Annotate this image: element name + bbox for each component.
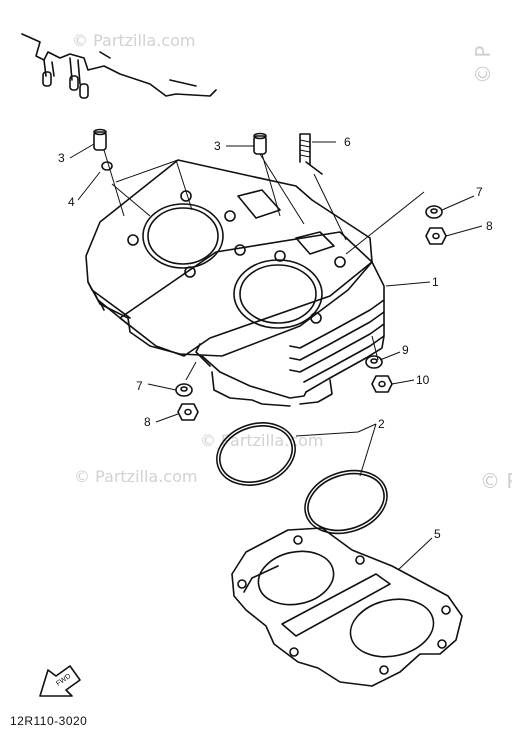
- o-ring-large-lower: [304, 469, 388, 535]
- callout-3-left: 3: [58, 151, 65, 165]
- o-ring-small: [101, 161, 113, 171]
- callout-6: 6: [344, 135, 351, 149]
- watermark-left: © Partzilla.com: [74, 467, 197, 486]
- base-gasket: [231, 527, 463, 687]
- washer-lower-right: [365, 355, 383, 369]
- watermark-top: © Partzilla.com: [72, 31, 195, 50]
- callout-8-right: 8: [486, 219, 493, 233]
- stud-bolt: [299, 133, 323, 175]
- callout-7-left: 7: [136, 379, 143, 393]
- engine-reference-fragment: [21, 33, 217, 99]
- nut-right: [425, 227, 447, 245]
- fwd-arrow-icon: FWD: [39, 665, 81, 697]
- watermark-right-mid: © P: [480, 469, 512, 493]
- callout-4: 4: [68, 195, 75, 209]
- leader-lines: [69, 141, 483, 571]
- callout-10: 10: [416, 373, 430, 387]
- diagram-code: 12R110-3020: [10, 714, 88, 728]
- dowel-pin-left: [93, 128, 107, 151]
- washer-right: [425, 205, 443, 219]
- o-ring-large-upper: [216, 422, 296, 486]
- dowel-pin-center: [253, 132, 267, 155]
- callout-3-center: 3: [214, 139, 221, 153]
- bore-left: [142, 203, 224, 269]
- nut-left: [177, 403, 199, 421]
- guide-lines: [103, 149, 425, 381]
- watermark-right-top: © P: [471, 46, 495, 84]
- cylinder-block: [85, 159, 385, 407]
- bore-right: [233, 259, 323, 329]
- watermark-mid: © Partzilla.com: [200, 431, 323, 450]
- callout-8-left: 8: [144, 415, 151, 429]
- washer-left: [175, 383, 193, 397]
- callout-1: 1: [432, 275, 439, 289]
- nut-lower-right: [371, 375, 393, 393]
- callout-9: 9: [402, 343, 409, 357]
- callout-5: 5: [434, 527, 441, 541]
- callout-7-right: 7: [476, 185, 483, 199]
- callout-2: 2: [378, 417, 385, 431]
